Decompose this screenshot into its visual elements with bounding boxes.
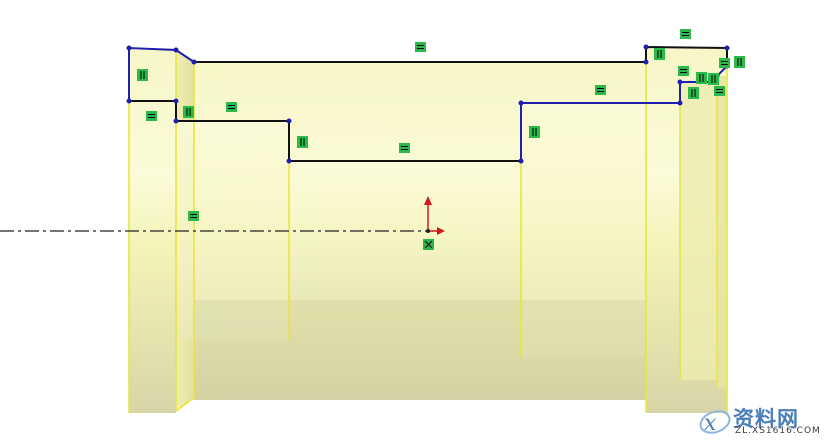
sketch-outer-left[interactable] bbox=[128, 46, 195, 101]
horizontal-relation-icon[interactable] bbox=[146, 111, 157, 121]
horizontal-relation-icon[interactable] bbox=[719, 58, 730, 68]
vertical-relation-icon[interactable] bbox=[183, 106, 194, 118]
origin-icon[interactable] bbox=[424, 196, 445, 235]
horizontal-relation-icon[interactable] bbox=[680, 29, 691, 39]
watermark-logo-icon: x bbox=[699, 410, 731, 436]
horizontal-relation-icon[interactable] bbox=[595, 85, 606, 95]
horizontal-relation-icon[interactable] bbox=[188, 211, 199, 221]
right-lip-band[interactable] bbox=[717, 76, 727, 387]
sketch-bore-left[interactable] bbox=[175, 101, 290, 161]
svg-text:x: x bbox=[704, 411, 717, 436]
watermark-cn-text: 资料网 bbox=[733, 407, 799, 431]
sketch-profile[interactable] bbox=[128, 45, 728, 162]
lower-shadow bbox=[194, 300, 646, 400]
fixed-relation-icon[interactable] bbox=[423, 239, 434, 250]
vertical-relation-icon[interactable] bbox=[529, 126, 540, 138]
horizontal-relation-icon[interactable] bbox=[415, 42, 426, 52]
watermark-url-text: ZL.XS1616.COM bbox=[735, 426, 821, 436]
vertical-relation-icon[interactable] bbox=[696, 72, 707, 84]
sketch-right-top[interactable] bbox=[645, 45, 728, 66]
right-step-band[interactable] bbox=[680, 82, 717, 380]
horizontal-relation-icon[interactable] bbox=[399, 143, 410, 153]
horizontal-relations[interactable] bbox=[146, 29, 730, 221]
vertical-relation-icon[interactable] bbox=[708, 73, 719, 85]
vertical-relation-icon[interactable] bbox=[654, 48, 665, 60]
horizontal-relation-icon[interactable] bbox=[226, 102, 237, 112]
vertical-relation-icon[interactable] bbox=[297, 136, 308, 148]
vertical-relation-icon[interactable] bbox=[137, 69, 148, 81]
horizontal-relation-icon[interactable] bbox=[678, 66, 689, 76]
vertical-relation-icon[interactable] bbox=[688, 87, 699, 99]
watermark: x 资料网 ZL.XS1616.COM bbox=[697, 403, 821, 439]
vertical-relations[interactable] bbox=[137, 48, 745, 148]
vertical-relation-icon[interactable] bbox=[734, 56, 745, 68]
horizontal-relation-icon[interactable] bbox=[714, 86, 725, 96]
